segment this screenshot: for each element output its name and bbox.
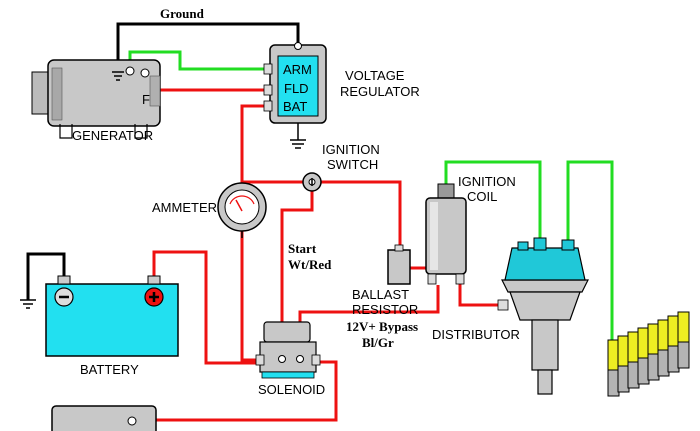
battery-solenoid-wire bbox=[152, 250, 258, 365]
spark-plugs bbox=[607, 311, 690, 397]
spark-plug bbox=[677, 311, 690, 369]
voltage-regulator bbox=[263, 42, 327, 149]
battery bbox=[45, 275, 179, 357]
start-wire bbox=[280, 190, 314, 355]
bypass-wire-label-line2: Bl/Gr bbox=[362, 335, 394, 350]
spark-plug bbox=[647, 323, 660, 381]
voltage-regulator-label-line2: REGULATOR bbox=[340, 84, 420, 99]
fld-wire bbox=[143, 73, 272, 92]
regulator-bat-label: BAT bbox=[283, 99, 307, 114]
solenoid-starter-wire bbox=[134, 360, 338, 422]
spark-plug bbox=[667, 315, 680, 373]
generator-f-terminal-label: F bbox=[142, 92, 150, 107]
spark-plug bbox=[617, 335, 630, 393]
battery-ground-symbol bbox=[20, 299, 36, 309]
ammeter-label: AMMETER bbox=[152, 200, 217, 215]
coil-distributor-wire bbox=[458, 275, 505, 307]
arm-wire bbox=[128, 50, 272, 71]
spark-plug bbox=[607, 339, 620, 397]
distributor-label: DISTRIBUTOR bbox=[432, 327, 520, 342]
bat-wire bbox=[240, 104, 272, 185]
switch-ballast-wire bbox=[320, 180, 402, 250]
start-wire-label-line1: Start bbox=[288, 241, 317, 256]
spark-plug bbox=[627, 331, 640, 389]
regulator-arm-label: ARM bbox=[283, 62, 312, 77]
ignition-coil-label-line2: COIL bbox=[467, 189, 497, 204]
ammeter bbox=[217, 182, 267, 238]
ballast-resistor-label-line1: BALLAST bbox=[352, 287, 409, 302]
battery-ground-wire bbox=[26, 252, 66, 300]
bypass-wire-label-line1: 12V+ Bypass bbox=[346, 319, 418, 334]
start-wire-label-line2: Wt/Red bbox=[288, 257, 332, 272]
generator-label: GENERATOR bbox=[72, 128, 153, 143]
plug-lead-wire bbox=[566, 160, 614, 340]
solenoid-label: SOLENOID bbox=[258, 382, 325, 397]
distributor bbox=[497, 237, 589, 395]
ballast-resistor bbox=[387, 244, 411, 285]
spark-plug bbox=[657, 319, 670, 377]
ignition-switch-label-line1: IGNITION bbox=[322, 142, 380, 157]
ground-wire bbox=[116, 22, 300, 72]
generator bbox=[31, 59, 161, 139]
voltage-regulator-label-line1: VOLTAGE bbox=[345, 68, 405, 83]
battery-label: BATTERY bbox=[80, 362, 139, 377]
ignition-switch bbox=[302, 172, 322, 192]
ground-wire-label: Ground bbox=[160, 6, 205, 21]
spark-plug bbox=[637, 327, 650, 385]
ignition-coil bbox=[425, 183, 467, 285]
ignition-switch-label-line2: SWITCH bbox=[327, 157, 378, 172]
ballast-resistor-label-line2: RESISTOR bbox=[352, 302, 418, 317]
solenoid bbox=[255, 321, 321, 379]
regulator-fld-label: FLD bbox=[284, 81, 309, 96]
generator-ground-symbol bbox=[112, 71, 124, 81]
ammeter-solenoid-wire bbox=[240, 230, 258, 362]
starter-motor bbox=[51, 405, 157, 431]
coil-lead-wire bbox=[444, 160, 542, 240]
ignition-coil-label-line1: IGNITION bbox=[458, 174, 516, 189]
